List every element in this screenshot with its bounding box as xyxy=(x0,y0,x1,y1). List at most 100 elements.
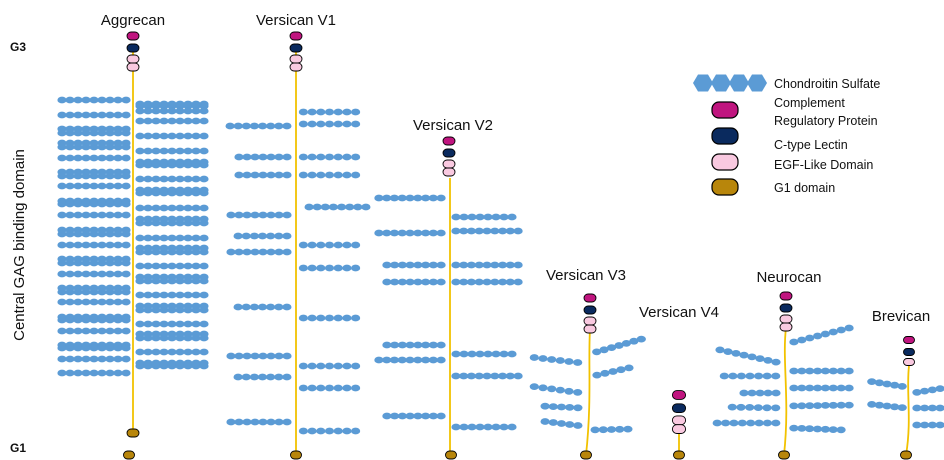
versican-v3-chondroitin-chain xyxy=(540,418,583,429)
aggrecan-chondroitin-chain xyxy=(135,348,209,356)
aggrecan-chondroitin-chain xyxy=(57,259,131,267)
brevican-egf-like-domain xyxy=(903,358,915,366)
versican-v2-c-type-lectin xyxy=(442,148,456,158)
brevican-c-type-lectin xyxy=(903,348,915,356)
neurocan-chondroitin-chain xyxy=(789,401,854,410)
aggrecan-chondroitin-chain xyxy=(57,129,131,137)
versican-v1-chondroitin-chain xyxy=(298,120,361,128)
complement-regulatory-protein-icon xyxy=(711,101,739,119)
versican-v2-egf-like-domain-2 xyxy=(442,167,456,177)
aggrecan-egf-like-domain-1 xyxy=(126,54,140,64)
title-versican-v3: Versican V3 xyxy=(546,267,626,284)
aggrecan-complement-regulatory-protein xyxy=(126,31,140,41)
neurocan-egf-like-domain-2 xyxy=(779,322,793,332)
legend-c-type-lectin: C-type Lectin xyxy=(774,138,848,152)
legend-complement-line1: Complement xyxy=(774,96,845,110)
versican-v2-chondroitin-chain xyxy=(451,261,523,269)
versican-v1-chondroitin-chain xyxy=(298,264,361,272)
aggrecan-chondroitin-chain xyxy=(135,262,209,270)
versican-v2-chondroitin-chain xyxy=(382,412,446,420)
versican-v4-complement-regulatory-protein xyxy=(671,390,687,400)
g1-domain-icon xyxy=(711,178,739,196)
versican-v3-chondroitin-chain xyxy=(529,383,583,396)
axis-label: Central GAG binding domain xyxy=(11,149,28,341)
aggrecan-chondroitin-chain xyxy=(57,355,131,363)
aggrecan-chondroitin-chain xyxy=(135,320,209,328)
legend-egf-like-domain: EGF-Like Domain xyxy=(774,158,873,172)
brevican-chondroitin-chain xyxy=(912,385,944,396)
versican-v3-g1-domain xyxy=(580,450,592,460)
brevican-chondroitin-chain xyxy=(912,404,944,412)
versican-v3-complement-regulatory-protein xyxy=(583,293,597,303)
aggrecan-chondroitin-chain xyxy=(135,100,209,108)
versican-v4-g1-domain xyxy=(673,450,685,460)
versican-v1-chondroitin-chain xyxy=(233,232,292,240)
versican-v1-chondroitin-chain xyxy=(304,203,371,211)
versican-v3-core-protein xyxy=(585,329,591,456)
aggrecan-chondroitin-chain xyxy=(135,132,209,140)
title-versican-v2: Versican V2 xyxy=(413,117,493,134)
brevican-core-protein xyxy=(905,365,910,456)
versican-v1-egf-like-domain-2 xyxy=(289,62,303,72)
versican-v3-chondroitin-chain xyxy=(529,354,583,366)
versican-v1-chondroitin-chain xyxy=(298,362,361,370)
aggrecan-chondroitin-chain xyxy=(135,117,209,125)
versican-v1-egf-like-domain-1 xyxy=(289,54,303,64)
neurocan-chondroitin-chain xyxy=(712,419,781,427)
versican-v2-chondroitin-chain xyxy=(451,372,523,380)
versican-v2-complement-regulatory-protein xyxy=(442,136,456,146)
aggrecan-chondroitin-chain xyxy=(57,327,131,335)
aggrecan-chondroitin-chain xyxy=(135,175,209,183)
versican-v3-c-type-lectin xyxy=(583,305,597,315)
title-brevican: Brevican xyxy=(872,308,930,325)
aggrecan-chondroitin-chain xyxy=(57,298,131,306)
aggrecan-c-type-lectin xyxy=(126,43,140,53)
legend-chondroitin-sulfate: Chondroitin Sulfate xyxy=(774,77,880,91)
aggrecan-chondroitin-chain xyxy=(135,215,209,223)
versican-v1-chondroitin-chain xyxy=(234,171,292,179)
neurocan-complement-regulatory-protein xyxy=(779,291,793,301)
versican-v2-chondroitin-chain xyxy=(451,423,517,431)
aggrecan-chondroitin-chain xyxy=(135,186,209,194)
aggrecan-chondroitin-chain xyxy=(57,270,131,278)
versican-v1-c-type-lectin xyxy=(289,43,303,53)
versican-v3-chondroitin-chain xyxy=(590,425,633,434)
neurocan-g1-domain xyxy=(778,450,790,460)
aggrecan-chondroitin-chain xyxy=(135,244,209,252)
aggrecan-chondroitin-chain xyxy=(57,200,131,208)
brevican-g1-domain xyxy=(900,450,912,460)
neurocan-chondroitin-chain xyxy=(715,346,781,366)
versican-v1-chondroitin-chain xyxy=(226,352,292,360)
versican-v3-egf-like-domain-1 xyxy=(583,316,597,326)
aggrecan-chondroitin-chain xyxy=(135,204,209,212)
versican-v1-chondroitin-chain xyxy=(298,427,361,435)
versican-v3-egf-like-domain-2 xyxy=(583,324,597,334)
aggrecan-chondroitin-chain xyxy=(135,302,209,310)
versican-v1-chondroitin-chain xyxy=(225,122,292,130)
neurocan-chondroitin-chain xyxy=(719,372,781,380)
aggrecan-chondroitin-chain xyxy=(135,158,209,166)
versican-v4-egf-like-domain-1 xyxy=(671,415,687,426)
versican-v3-chondroitin-chain xyxy=(540,402,583,412)
aggrecan-chondroitin-chain xyxy=(135,330,209,338)
g1-label: G1 xyxy=(10,441,26,455)
neurocan-c-type-lectin xyxy=(779,303,793,313)
aggrecan-chondroitin-chain xyxy=(57,369,131,377)
neurocan-chondroitin-chain xyxy=(789,324,854,346)
aggrecan-chondroitin-chain xyxy=(57,143,131,151)
versican-v1-chondroitin-chain xyxy=(298,108,361,116)
versican-v1-chondroitin-chain xyxy=(298,153,361,161)
title-versican-v1: Versican V1 xyxy=(256,12,336,29)
neurocan-chondroitin-chain xyxy=(727,403,781,412)
aggrecan-chondroitin-chain xyxy=(135,359,209,367)
brevican-chondroitin-chain xyxy=(867,378,907,390)
aggrecan-chondroitin-chain xyxy=(135,273,209,281)
neurocan-chondroitin-chain xyxy=(789,367,854,375)
aggrecan-chondroitin-chain xyxy=(57,154,131,162)
versican-v2-chondroitin-chain xyxy=(382,278,446,286)
versican-v1-g1-domain xyxy=(290,450,302,460)
aggrecan-chondroitin-chain xyxy=(57,344,131,352)
versican-v1-chondroitin-chain xyxy=(298,314,361,322)
legend-g1-domain: G1 domain xyxy=(774,181,835,195)
